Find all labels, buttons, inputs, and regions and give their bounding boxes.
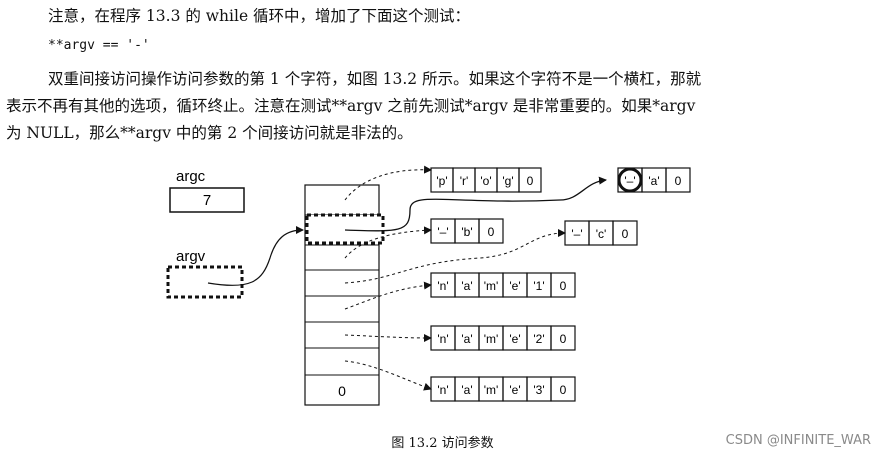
- char-value: 'm': [484, 383, 499, 397]
- char-value: 'c': [596, 227, 607, 241]
- string-boxes: 'p' 'r' 'o' 'g' 0 '–' 'a' 0 '–' 'b' 0 '–' 'c' 0 'n' 'a'…: [430, 167, 691, 402]
- char-value: 'r': [460, 174, 469, 188]
- char-cell: [665, 167, 691, 193]
- pointer-arrow-4: [344, 281, 432, 310]
- char-value: 'e': [509, 279, 520, 293]
- argc-value: 7: [203, 192, 211, 209]
- char-value: 'a': [461, 279, 472, 293]
- pointer-arrow-1: [344, 176, 607, 232]
- char-value: 'm': [484, 279, 499, 293]
- char-value: 'n': [437, 279, 448, 293]
- watermark: CSDN @INFINITE_WAR: [725, 433, 871, 448]
- char-value: 0: [560, 383, 567, 397]
- char-value: 0: [488, 225, 495, 239]
- argv-label: argv: [176, 248, 206, 265]
- char-value: '2': [533, 332, 544, 346]
- paragraph-line-4: 为 NULL，那么**argv 中的第 2 个间接访问就是非法的。: [6, 124, 413, 142]
- char-value: 'e': [509, 383, 520, 397]
- current-char-highlight: [617, 167, 643, 193]
- char-value: '–': [437, 225, 448, 239]
- pointer-arrow-0: [344, 165, 432, 201]
- pointer-arrow-2: [344, 226, 432, 259]
- pointer-array-outline: [304, 184, 380, 406]
- char-value: 0: [560, 279, 567, 293]
- pointer-arrow-5: [344, 333, 432, 342]
- char-cell: [612, 220, 638, 246]
- array-null-terminator: 0: [338, 383, 346, 399]
- char-value: 'a': [461, 332, 472, 346]
- pointer-arrow-3: [344, 229, 566, 284]
- char-value: 0: [527, 174, 534, 188]
- paragraph-line-2: 双重间接访问操作访问参数的第 1 个字符，如图 13.2 所示。如果这个字符不是…: [48, 70, 702, 88]
- char-value: 'b': [461, 225, 472, 239]
- char-cell: [550, 376, 576, 402]
- char-cell: [518, 167, 542, 193]
- char-value: 'a': [648, 174, 659, 188]
- argv-box: [166, 265, 244, 299]
- code-snippet: **argv == '-': [48, 38, 150, 53]
- argv-arrow: [207, 226, 304, 286]
- char-value: 'n': [437, 383, 448, 397]
- figure-caption: 图 13.2 访问参数: [391, 436, 494, 451]
- argc-label: argc: [176, 168, 206, 185]
- char-value: 0: [560, 332, 567, 346]
- char-value: 'a': [461, 383, 472, 397]
- char-value: '1': [533, 279, 544, 293]
- paragraph-line-3: 表示不再有其他的选项，循环终止。注意在测试**argv 之前先测试*argv 是…: [6, 97, 696, 115]
- char-value: 0: [622, 227, 629, 241]
- char-value: 'm': [484, 332, 499, 346]
- argc-box: [169, 187, 245, 213]
- char-value: 'p': [436, 174, 447, 188]
- char-value: '–': [624, 174, 635, 188]
- char-cell: [550, 272, 576, 298]
- char-value: 0: [675, 174, 682, 188]
- char-cell: [550, 325, 576, 351]
- argv-pointer-array: 0: [304, 184, 385, 406]
- char-value: 'o': [480, 174, 491, 188]
- char-value: 'g': [502, 174, 513, 188]
- char-cell: [478, 218, 504, 244]
- argv-current-slot: [305, 213, 385, 245]
- char-value: 'n': [437, 332, 448, 346]
- char-value: 'e': [509, 332, 520, 346]
- paragraph-line-1: 注意，在程序 13.3 的 while 循环中，增加了下面这个测试：: [48, 7, 471, 25]
- char-value: '3': [533, 383, 544, 397]
- char-value: '–': [571, 227, 582, 241]
